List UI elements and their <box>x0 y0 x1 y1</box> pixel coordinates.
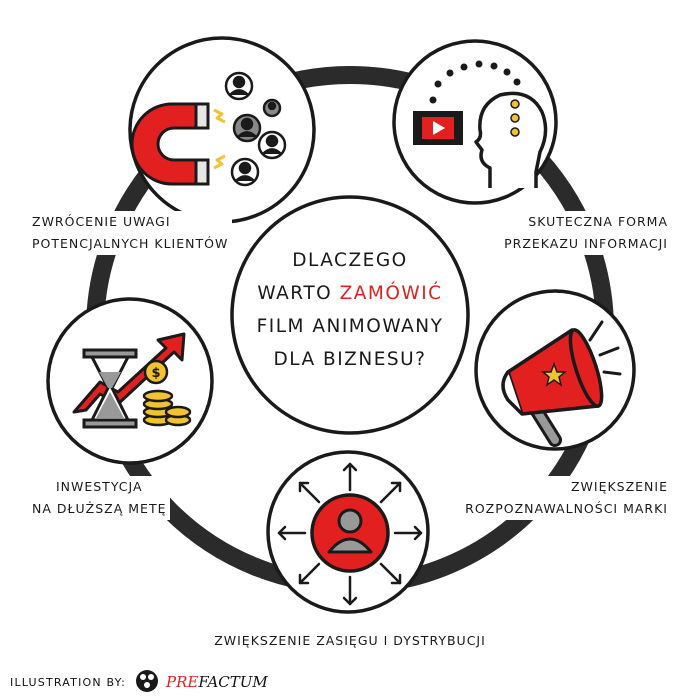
center-line-1: DLACZEGO <box>292 250 408 271</box>
center-line-3: FILM ANIMOWANY <box>256 316 444 337</box>
svg-text:$: $ <box>151 366 160 381</box>
label-communication: SKUTECZNA FORMA PRZEKAZU INFORMACJI <box>500 211 672 255</box>
label-brand-awareness: ZWIĘKSZENIE ROZPOZNAWALNOŚCI MARKI <box>461 476 672 520</box>
label-attention: ZWRÓCENIE UWAGI POTENCJALNYCH KLIENTÓW <box>28 211 233 255</box>
label-attention-line-2: POTENCJALNYCH KLIENTÓW <box>28 233 233 255</box>
center-line-4: DLA BIZNESU? <box>273 349 427 370</box>
label-brand-awareness-line-2: ROZPOZNAWALNOŚCI MARKI <box>461 498 672 520</box>
label-communication-line-2: PRZEKAZU INFORMACJI <box>500 233 672 255</box>
center-question: DLACZEGO WARTO ZAMÓWIĆ FILM ANIMOWANY DL… <box>233 244 467 376</box>
label-investment-line-2: NA DŁUŻSZĄ METĘ <box>28 498 171 520</box>
label-reach: ZWIĘKSZENIE ZASIĘGU I DYSTRYBUCJI <box>0 630 700 652</box>
label-investment-line-1: INWESTYCJA <box>28 476 171 498</box>
label-communication-line-1: SKUTECZNA FORMA <box>500 211 672 233</box>
illustration-credit: ILLUSTRATION BY: PREFACTUM <box>10 669 268 695</box>
label-brand-awareness-line-1: ZWIĘKSZENIE <box>461 476 672 498</box>
prefactum-logo-icon <box>136 670 158 692</box>
megaphone-icon <box>474 289 636 451</box>
magnet-attracting-people-icon <box>128 36 316 224</box>
person-reach-arrows-icon <box>266 450 430 614</box>
label-reach-line-1: ZWIĘKSZENIE ZASIĘGU I DYSTRYBUCJI <box>214 633 486 648</box>
label-investment: INWESTYCJA NA DŁUŻSZĄ METĘ <box>28 476 171 520</box>
credit-label: ILLUSTRATION BY: <box>10 675 127 689</box>
center-line-2-prefix: WARTO <box>257 283 333 304</box>
brand-name: PREFACTUM <box>166 673 268 691</box>
center-line-2: WARTO ZAMÓWIĆ <box>233 277 467 310</box>
brand-name-part-b: FACTUM <box>198 673 268 691</box>
center-line-2-accent: ZAMÓWIĆ <box>339 283 443 304</box>
brand-name-part-a: PRE <box>166 673 199 691</box>
center-circle <box>230 195 470 435</box>
label-attention-line-1: ZWRÓCENIE UWAGI <box>28 211 233 233</box>
video-to-head-icon <box>392 39 558 205</box>
hourglass-coins-growth-icon: $ <box>46 297 214 465</box>
